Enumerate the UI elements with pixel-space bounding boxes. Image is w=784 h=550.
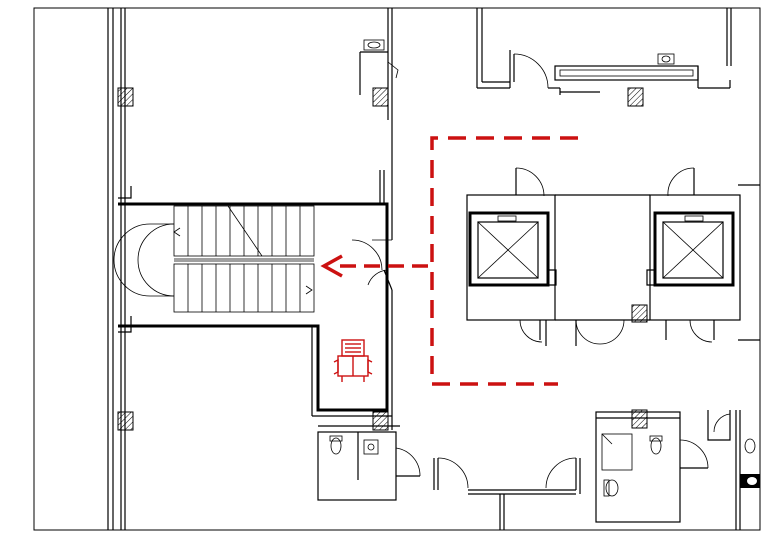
toilet-icon <box>649 435 663 455</box>
column-icon <box>631 409 648 429</box>
sheet-frame <box>33 7 761 531</box>
elevator-car-icon <box>468 211 557 287</box>
exterior-wall-left <box>107 8 126 530</box>
misc-partitions <box>545 184 760 346</box>
bottom-right-wc <box>595 410 760 530</box>
column-icon <box>631 304 648 323</box>
toilet-icon <box>744 438 756 454</box>
top-wc-stall <box>359 8 399 130</box>
column-icon <box>372 87 389 107</box>
sink-icon <box>363 439 379 455</box>
sink-icon <box>603 479 619 497</box>
top-right-room <box>476 8 732 95</box>
toilet-icon <box>329 435 343 455</box>
sink-icon <box>657 53 675 65</box>
elevator-block <box>466 167 741 345</box>
sink-icon <box>363 39 385 51</box>
stretcher-icon <box>333 339 373 382</box>
elevator-lobby-boundary <box>430 136 578 386</box>
column-icon <box>372 411 389 431</box>
stair-treads <box>113 205 315 313</box>
bottom-left-wc <box>317 425 421 501</box>
column-icon <box>627 87 644 107</box>
bottom-corridor <box>433 457 581 530</box>
stair-core <box>118 130 393 430</box>
column-icon <box>117 87 134 107</box>
sink-icon <box>740 474 760 488</box>
door-swing-icon <box>351 239 393 291</box>
elevator-car-icon <box>646 211 735 287</box>
column-icon <box>117 411 134 431</box>
evacuation-arrow-icon <box>320 254 428 278</box>
